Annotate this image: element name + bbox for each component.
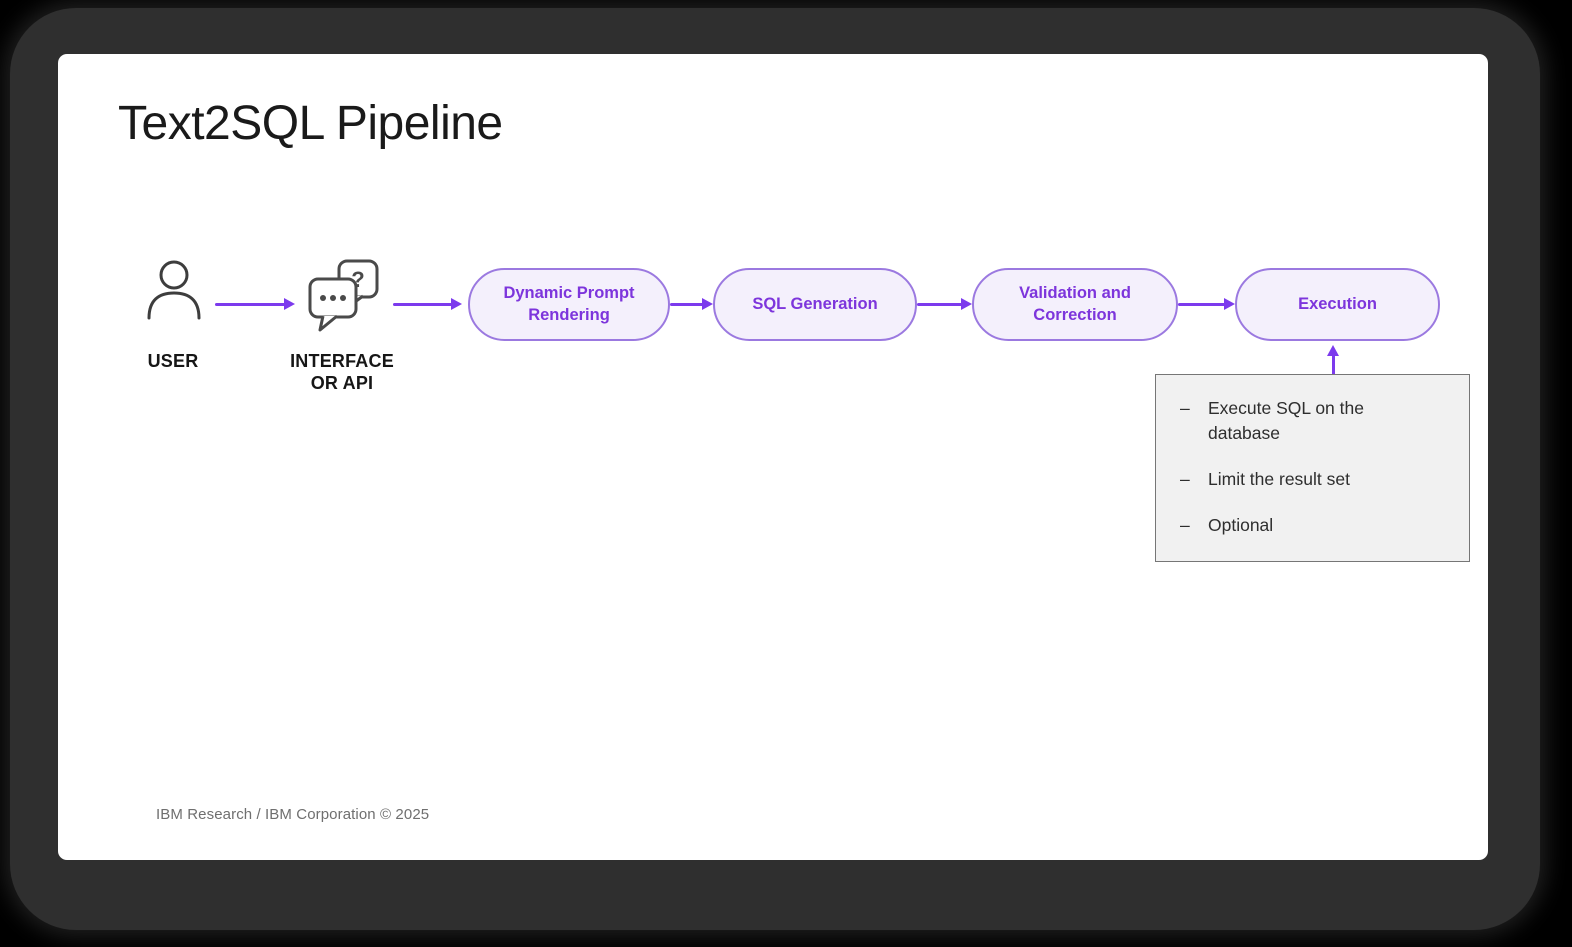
- stage-label: Dynamic Prompt Rendering: [503, 284, 635, 324]
- dash-bullet: –: [1180, 398, 1190, 418]
- arrow-right-icon: [917, 298, 972, 311]
- list-item: – Optional: [1180, 513, 1451, 538]
- dash-bullet: –: [1180, 469, 1190, 489]
- stage-dynamic-prompt-rendering: Dynamic Prompt Rendering: [468, 268, 670, 341]
- stage-label: SQL Generation: [752, 294, 878, 313]
- arrow-right-icon: [1178, 298, 1235, 311]
- chat-bubbles-icon: ?: [308, 259, 379, 332]
- list-item: – Execute SQL on the database: [1180, 396, 1451, 446]
- stage-sql-generation: SQL Generation: [713, 268, 917, 341]
- arrow-right-icon: [393, 298, 462, 311]
- page-title: Text2SQL Pipeline: [118, 97, 503, 150]
- arrow-right-icon: [670, 298, 713, 311]
- slide: Text2SQL Pipeline USER ? INTERFACE OR AP…: [58, 54, 1488, 860]
- execution-notes-box: – Execute SQL on the database – Limit th…: [1155, 374, 1470, 562]
- note-text: Limit the result set: [1208, 469, 1350, 489]
- note-text: Optional: [1208, 515, 1274, 535]
- dash-bullet: –: [1180, 515, 1190, 535]
- note-text: Execute SQL on the database: [1208, 398, 1364, 443]
- stage-label: Validation and Correction: [1019, 284, 1131, 324]
- stage-execution: Execution: [1235, 268, 1440, 341]
- window-frame: Text2SQL Pipeline USER ? INTERFACE OR AP…: [10, 8, 1540, 930]
- person-icon: [147, 260, 201, 320]
- interface-label: INTERFACE OR API: [290, 351, 394, 393]
- stage-label: Execution: [1298, 294, 1377, 313]
- arrow-right-icon: [215, 298, 295, 311]
- stage-validation-and-correction: Validation and Correction: [972, 268, 1178, 341]
- arrow-up-icon: [1327, 345, 1340, 374]
- list-item: – Limit the result set: [1180, 467, 1451, 492]
- user-label: USER: [147, 351, 199, 371]
- footer-copyright: IBM Research / IBM Corporation © 2025: [156, 806, 430, 823]
